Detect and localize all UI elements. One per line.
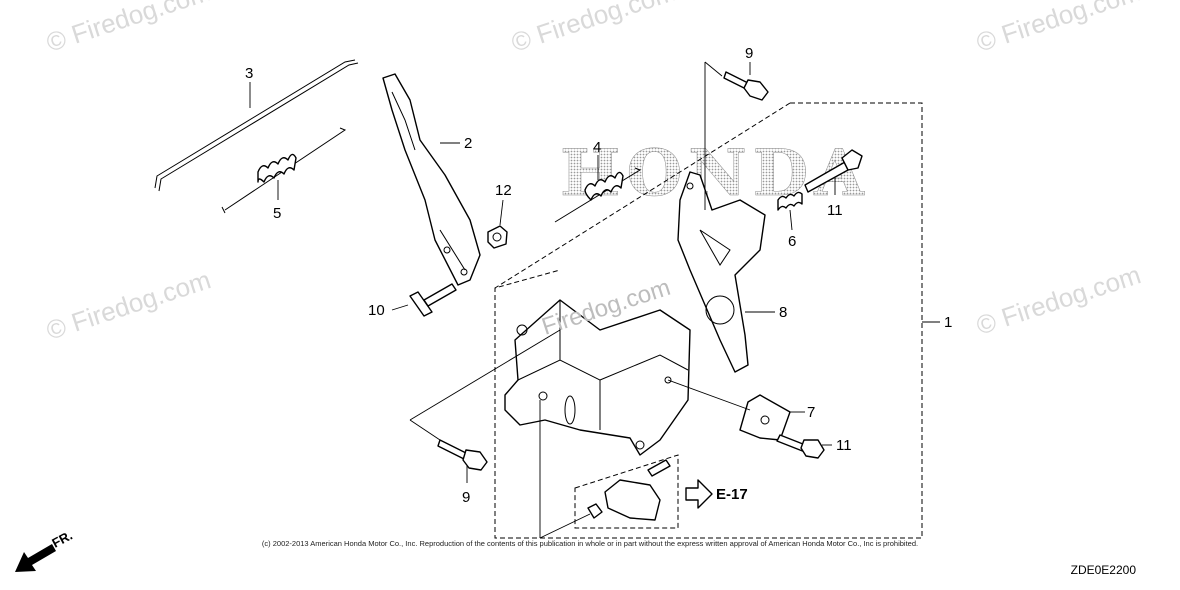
callout-1: 1 [944,314,952,331]
part-9-bolt-top [723,71,769,101]
e17-subassembly [587,459,671,521]
assembly-boundary [494,102,923,539]
copyright-notice: (c) 2002-2013 American Honda Motor Co., … [261,539,919,548]
watermark: © Firedog.com [973,0,1145,58]
reference-label[interactable]: E-17 [716,486,748,503]
part-7-clip [739,394,791,441]
honda-logo: HONDA [560,136,870,211]
callout-4: 4 [593,139,601,156]
callout-10: 10 [368,302,385,319]
callout-labels: 1 2 3 4 5 6 7 8 9 9 10 11 11 12 [245,45,952,506]
part-12-nut [487,225,508,249]
leader-lines [249,61,940,539]
callout-8: 8 [779,304,787,321]
callout-3: 3 [245,65,253,82]
subassembly-box [574,454,679,529]
watermark: © Firedog.com [43,264,215,345]
diagram-code: ZDE0E2200 [1070,563,1136,577]
watermark: © Firedog.com [508,0,680,58]
reference-e17[interactable]: E-17 [685,479,748,509]
part-3-rod [154,59,359,192]
arrow-down-left-icon [15,544,56,572]
front-direction-indicator: FR. [15,528,75,572]
part-10-screw [409,283,457,317]
part-4-spring [554,167,642,223]
callout-9-bottom: 9 [462,489,470,506]
assembly-boundary-diagonal [494,102,791,289]
part-6-spring [777,191,803,211]
part-9-bolt-bottom [437,439,488,471]
part-8-plate [677,171,766,373]
callout-6: 6 [788,233,796,250]
callout-12: 12 [495,182,512,199]
callout-11-top: 11 [827,202,843,219]
part-2-lever [382,73,481,286]
watermark: © Firedog.com [973,259,1145,340]
part-11-screw-top [804,149,863,193]
watermark: © Firedog.com [43,0,215,58]
part-11-screw-bottom [776,434,825,459]
callout-11-bottom: 11 [836,437,852,454]
arrow-right-icon [685,479,713,509]
part-1-bracket [504,299,691,456]
callout-5: 5 [273,205,281,222]
part-5-spring [221,127,347,214]
callout-9-top: 9 [745,45,753,62]
callout-7: 7 [807,404,815,421]
callout-2: 2 [464,135,472,152]
